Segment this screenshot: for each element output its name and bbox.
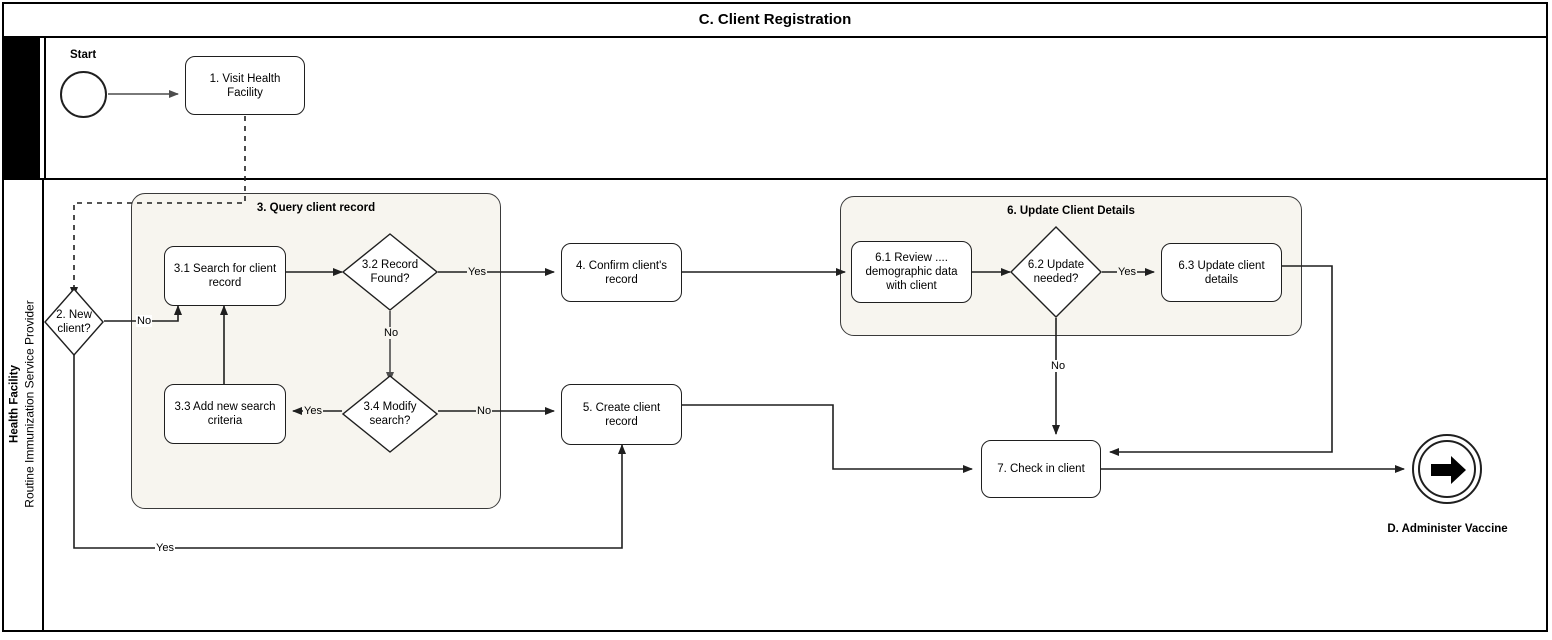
task-update-client-details[interactable]: 6.3 Update client details xyxy=(1161,243,1282,302)
lane-label-bold: Health Facility xyxy=(8,365,21,443)
page-title: C. Client Registration xyxy=(2,2,1548,38)
gateway-modify-search[interactable]: 3.4 Modify search? xyxy=(342,375,438,453)
edge-label-modify-search-no: No xyxy=(476,405,493,417)
end-event-label: D. Administer Vaccine xyxy=(1387,523,1508,535)
edge-label-record-found-yes: Yes xyxy=(467,266,487,278)
task-check-in-client[interactable]: 7. Check in client xyxy=(981,440,1101,498)
group-query-title: 3. Query client record xyxy=(256,202,376,214)
task-confirm-client-record[interactable]: 4. Confirm client's record xyxy=(561,243,682,302)
task-review-demographic-data[interactable]: 6.1 Review .... demographic data with cl… xyxy=(851,241,972,303)
group-query-client-record: 3. Query client record xyxy=(131,193,501,509)
gateway-record-found[interactable]: 3.2 Record Found? xyxy=(342,233,438,311)
start-event-circle[interactable] xyxy=(60,71,107,118)
end-event-circle[interactable] xyxy=(1412,434,1482,504)
gateway-new-client[interactable]: 2. New client? xyxy=(44,288,104,356)
edge-label-modify-search-yes: Yes xyxy=(303,405,323,417)
group-update-title: 6. Update Client Details xyxy=(1007,205,1135,217)
lane-top-divider xyxy=(44,38,46,178)
task-search-client-record[interactable]: 3.1 Search for client record xyxy=(164,246,286,306)
edge-label-new-client-yes: Yes xyxy=(155,542,175,554)
lane-header-top xyxy=(2,38,40,178)
end-event-arrow-icon xyxy=(1431,456,1466,484)
task-visit-health-facility[interactable]: 1. Visit Health Facility xyxy=(185,56,305,115)
lane-label-sub: Routine Immunization Service Provider xyxy=(22,300,37,508)
task-create-client-record[interactable]: 5. Create client record xyxy=(561,384,682,445)
task-add-new-search-criteria[interactable]: 3.3 Add new search criteria xyxy=(164,384,286,444)
end-event-inner-ring xyxy=(1418,440,1476,498)
edge-label-record-found-no: No xyxy=(383,327,400,339)
edge-label-new-client-no: No xyxy=(136,315,153,327)
edge-label-update-needed-no: No xyxy=(1050,360,1067,372)
lane-header-bottom: Health Facility Routine Immunization Ser… xyxy=(2,178,44,630)
gateway-update-needed[interactable]: 6.2 Update needed? xyxy=(1010,226,1102,318)
edge-label-update-needed-yes: Yes xyxy=(1117,266,1137,278)
start-label: Start xyxy=(70,49,97,61)
lane-divider xyxy=(2,178,1548,180)
